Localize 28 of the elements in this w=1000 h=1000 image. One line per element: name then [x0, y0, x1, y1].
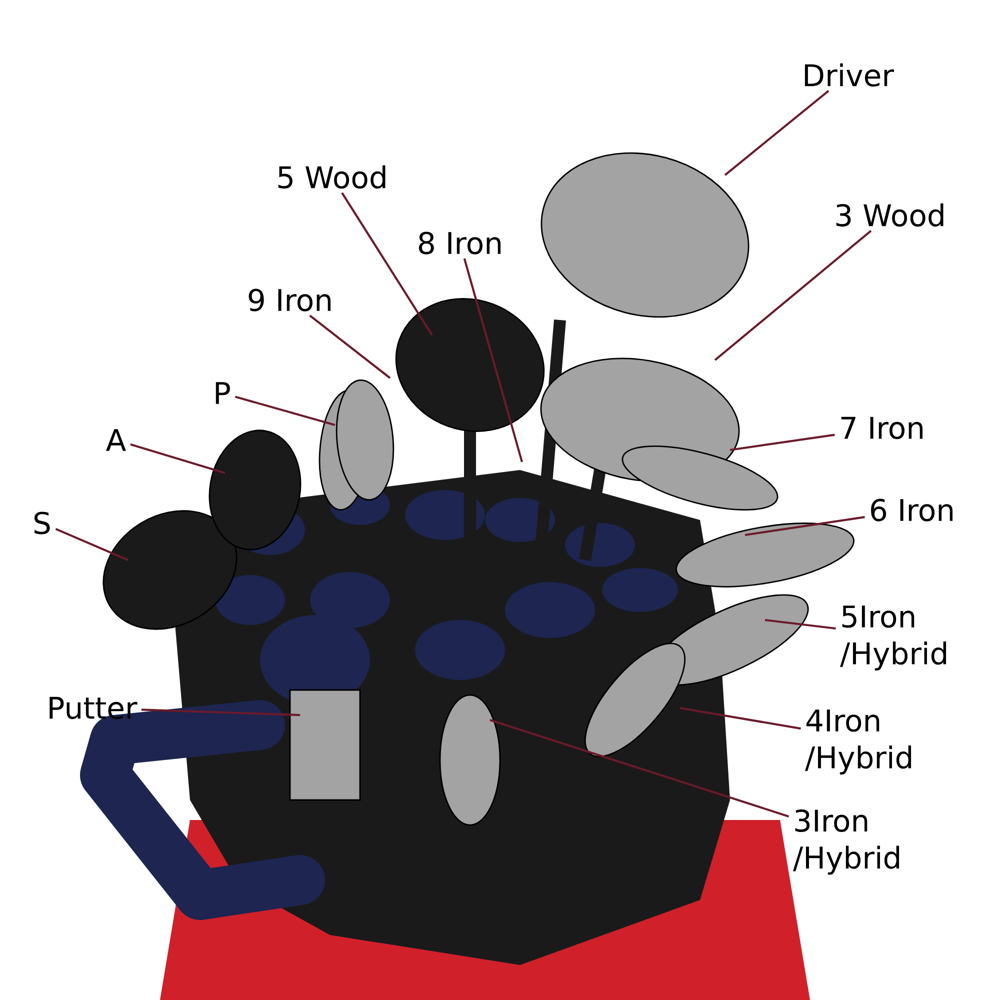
leader-line — [463, 258, 524, 462]
club-label: 7 Iron — [841, 416, 923, 440]
club-label: 5 Wood — [278, 165, 386, 189]
leader-line — [234, 396, 336, 426]
club-label: Driver — [804, 63, 894, 87]
leader-line — [490, 719, 790, 818]
club-label: 3 Wood — [836, 203, 944, 227]
club-label: P — [216, 382, 230, 404]
club-label: A — [106, 429, 126, 451]
club-label: S — [34, 512, 50, 534]
leader-line — [680, 706, 801, 730]
leader-line — [309, 314, 391, 379]
club-label: 3Iron /Hybrid — [793, 809, 900, 875]
club-label: Putter — [50, 696, 138, 720]
club-label: 4Iron /Hybrid — [805, 710, 912, 774]
club-label: 9 Iron — [248, 288, 330, 312]
leader-line — [130, 443, 226, 474]
leader-line — [764, 618, 836, 630]
leader-line — [714, 230, 872, 361]
leader-line — [55, 528, 128, 561]
leader-line — [730, 434, 835, 452]
club-label: 8 Iron — [418, 232, 500, 254]
club-label: 6 Iron — [871, 498, 953, 522]
leader-line — [341, 192, 433, 336]
leader-line — [744, 516, 865, 536]
leader-line — [724, 90, 830, 176]
leader-line — [141, 708, 300, 716]
club-label: 5Iron /Hybrid — [840, 606, 946, 670]
